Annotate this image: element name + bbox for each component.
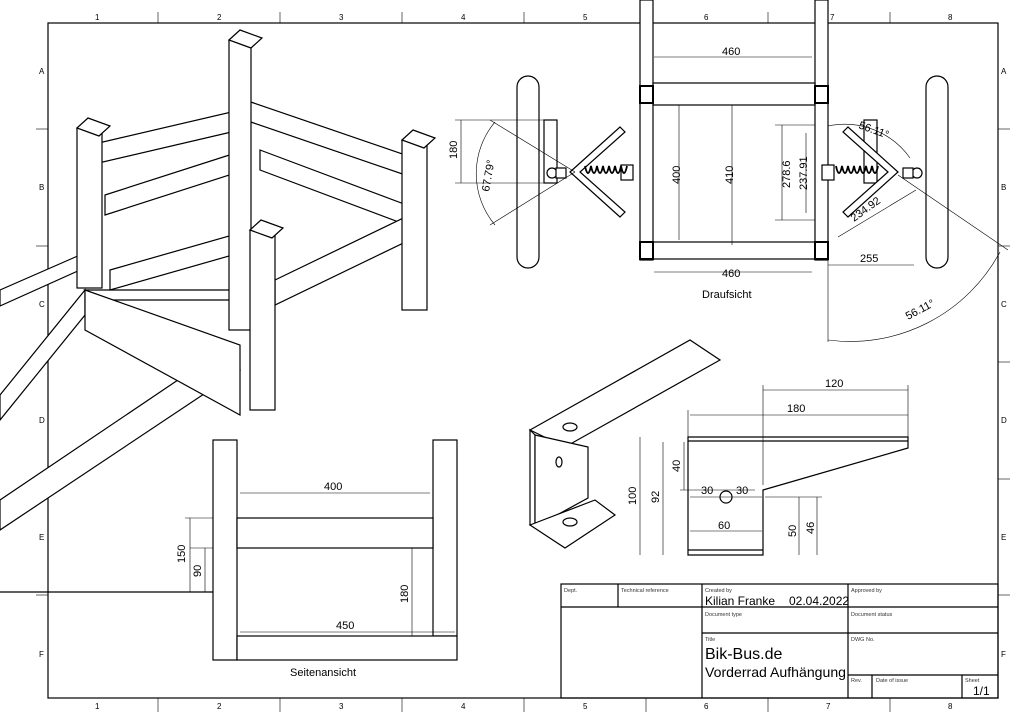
- side-dim-90: 90: [192, 565, 204, 577]
- zone-labels: 1 2 3 4 5 6 7 8 1 2 3 4 5 6 7 8 A B C D …: [39, 13, 1007, 711]
- zone-row-E: E: [39, 533, 44, 542]
- zone-col-2-bottom: 2: [217, 702, 222, 711]
- top-dim-255: 255: [860, 253, 878, 265]
- date-of-issue-label: Date of issue: [876, 678, 908, 684]
- bracket-dim-100: 100: [627, 487, 639, 505]
- zone-col-6-bottom: 6: [704, 702, 709, 711]
- zone-row-C-right: C: [1001, 300, 1007, 309]
- top-dim-460-bottom: 460: [722, 268, 740, 280]
- zone-col-4: 4: [461, 13, 466, 22]
- bracket-dim-180: 180: [787, 403, 805, 415]
- zone-row-A: A: [39, 67, 45, 76]
- top-view: 460 460 400 410 278.6 237.91 234.92 255 …: [448, 0, 1009, 342]
- zone-row-F: F: [39, 650, 44, 659]
- bracket-dim-40: 40: [671, 460, 683, 472]
- zone-col-5-bottom: 5: [583, 702, 588, 711]
- zone-row-E-right: E: [1001, 533, 1006, 542]
- top-dim-410: 410: [724, 166, 736, 184]
- zone-col-3-bottom: 3: [339, 702, 344, 711]
- zone-row-F-right: F: [1001, 650, 1006, 659]
- zone-col-8-bottom: 8: [948, 702, 953, 711]
- top-dim-180: 180: [448, 141, 460, 159]
- bracket-dim-50: 50: [787, 525, 799, 537]
- top-angle-67-79: 67.79°: [480, 159, 497, 193]
- zone-col-3: 3: [339, 13, 344, 22]
- created-by-value: Kilian Franke: [705, 594, 775, 608]
- approved-by-label: Approved by: [851, 588, 882, 594]
- zone-col-1-bottom: 1: [95, 702, 100, 711]
- zone-row-D-right: D: [1001, 416, 1007, 425]
- side-dim-450: 450: [336, 620, 354, 632]
- bracket-dim-120: 120: [825, 378, 843, 390]
- zone-col-7-bottom: 7: [826, 702, 831, 711]
- zone-row-B: B: [39, 183, 44, 192]
- technical-reference-label: Technical reference: [621, 588, 669, 594]
- zone-col-2: 2: [217, 13, 222, 22]
- zone-col-7: 7: [830, 13, 835, 22]
- zone-col-8: 8: [948, 13, 953, 22]
- created-by-label: Created by: [705, 588, 732, 594]
- zone-col-5: 5: [583, 13, 588, 22]
- title-line-2: Vorderrad Aufhängung: [705, 664, 846, 680]
- side-view: 400 150 90 180 450 Seitenansicht: [0, 439, 458, 679]
- document-type-label: Document type: [705, 612, 742, 618]
- top-dim-460-top: 460: [722, 46, 740, 58]
- zone-col-1: 1: [95, 13, 100, 22]
- bracket-dim-30-left: 30: [701, 485, 713, 497]
- sheet-value: 1/1: [973, 684, 990, 698]
- side-dim-150: 150: [176, 545, 188, 563]
- bracket-dim-30-right: 30: [736, 485, 748, 497]
- top-angle-56-11-bottom: 56.11°: [904, 297, 937, 322]
- title-block: Dept. Technical reference Created by Kil…: [560, 583, 999, 699]
- dept-label: Dept.: [564, 588, 578, 594]
- title-line-1: Bik-Bus.de: [705, 646, 782, 663]
- zone-col-4-bottom: 4: [461, 702, 466, 711]
- top-dim-278-6: 278.6: [781, 160, 793, 188]
- side-view-caption: Seitenansicht: [290, 667, 356, 679]
- side-dim-400: 400: [324, 481, 342, 493]
- top-dim-400: 400: [671, 166, 683, 184]
- dwg-no-label: DWG No.: [851, 637, 875, 643]
- side-dim-180: 180: [399, 585, 411, 603]
- rev-label: Rev.: [851, 678, 862, 684]
- zone-row-C: C: [39, 300, 45, 309]
- top-view-caption: Draufsicht: [702, 289, 752, 301]
- zone-row-A-right: A: [1001, 67, 1007, 76]
- top-dim-237-91: 237.91: [798, 156, 810, 190]
- document-status-label: Document status: [851, 612, 893, 618]
- isometric-frame-view: [0, 29, 437, 531]
- created-date: 02.04.2022: [789, 594, 849, 608]
- zone-row-B-right: B: [1001, 183, 1006, 192]
- zone-col-6: 6: [704, 13, 709, 22]
- sheet-label: Sheet: [965, 678, 980, 684]
- bracket-views: 120 180 100 92 40 30 30 60 50 46: [528, 339, 909, 556]
- bracket-dim-46: 46: [805, 522, 817, 534]
- bracket-dim-60: 60: [718, 520, 730, 532]
- zone-row-D: D: [39, 416, 45, 425]
- title-label: Title: [705, 637, 715, 643]
- bracket-dim-92: 92: [650, 491, 662, 503]
